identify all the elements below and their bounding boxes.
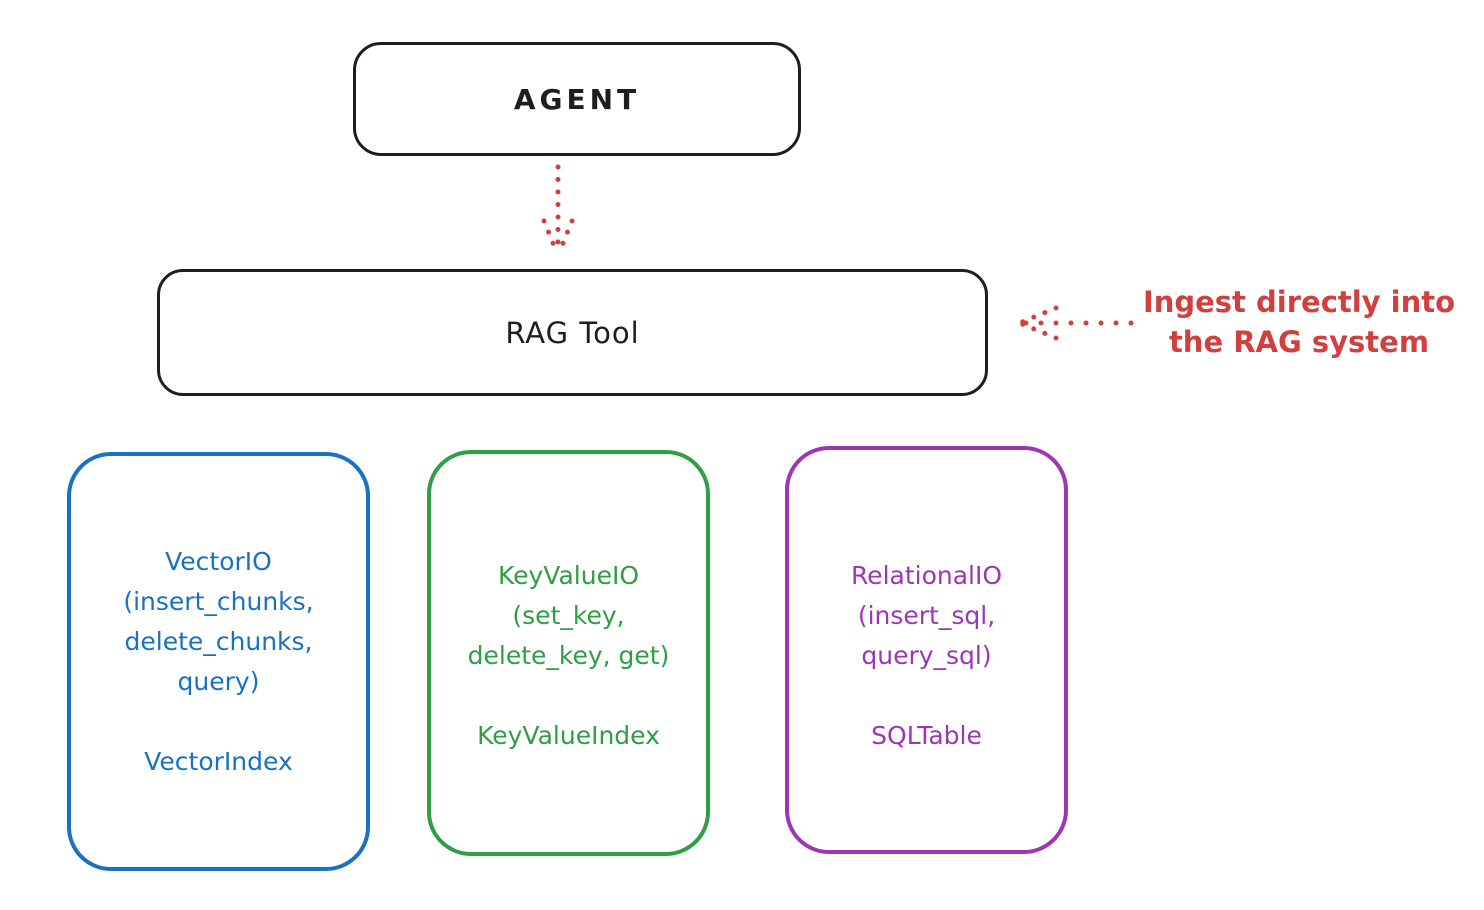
agent-label: AGENT bbox=[513, 82, 641, 116]
sql-table-label: SQLTable bbox=[871, 721, 982, 750]
vector-io-methods-line2: delete_chunks, bbox=[124, 627, 313, 656]
vector-io-spacer bbox=[71, 702, 366, 742]
agent-to-rag-dotted-arrow-icon bbox=[541, 164, 575, 256]
relational-io-title: RelationalIO bbox=[850, 561, 1003, 590]
relational-io-methods-line2: query_sql) bbox=[861, 641, 992, 670]
key-value-io-methods-line2: delete_key, get) bbox=[467, 641, 670, 670]
key-value-io-spacer bbox=[431, 676, 706, 716]
ingest-annotation-line2: the RAG system bbox=[1168, 325, 1430, 359]
vector-io-methods-line3: query) bbox=[177, 667, 260, 696]
agent-node: AGENT bbox=[353, 42, 801, 156]
key-value-index-label: KeyValueIndex bbox=[477, 721, 660, 750]
vector-index-label: VectorIndex bbox=[144, 747, 293, 776]
ingest-annotation: Ingest directly into the RAG system bbox=[1117, 282, 1481, 362]
ingest-dotted-arrow-icon bbox=[1019, 305, 1134, 341]
rag-tool-label: RAG Tool bbox=[505, 315, 640, 350]
vector-io-title: VectorIO bbox=[165, 547, 272, 576]
relational-io-node: RelationalIO (insert_sql, query_sql) SQL… bbox=[785, 446, 1068, 854]
vector-io-methods-line1: (insert_chunks, bbox=[123, 587, 314, 616]
key-value-io-title: KeyValueIO bbox=[497, 561, 640, 590]
vector-io-node: VectorIO (insert_chunks, delete_chunks, … bbox=[67, 452, 370, 871]
relational-io-spacer bbox=[789, 676, 1064, 716]
key-value-io-methods-line1: (set_key, bbox=[512, 601, 625, 630]
rag-tool-node: RAG Tool bbox=[157, 269, 988, 396]
ingest-annotation-line1: Ingest directly into bbox=[1142, 285, 1456, 319]
relational-io-methods-line1: (insert_sql, bbox=[857, 601, 996, 630]
key-value-io-node: KeyValueIO (set_key, delete_key, get) Ke… bbox=[427, 450, 710, 856]
